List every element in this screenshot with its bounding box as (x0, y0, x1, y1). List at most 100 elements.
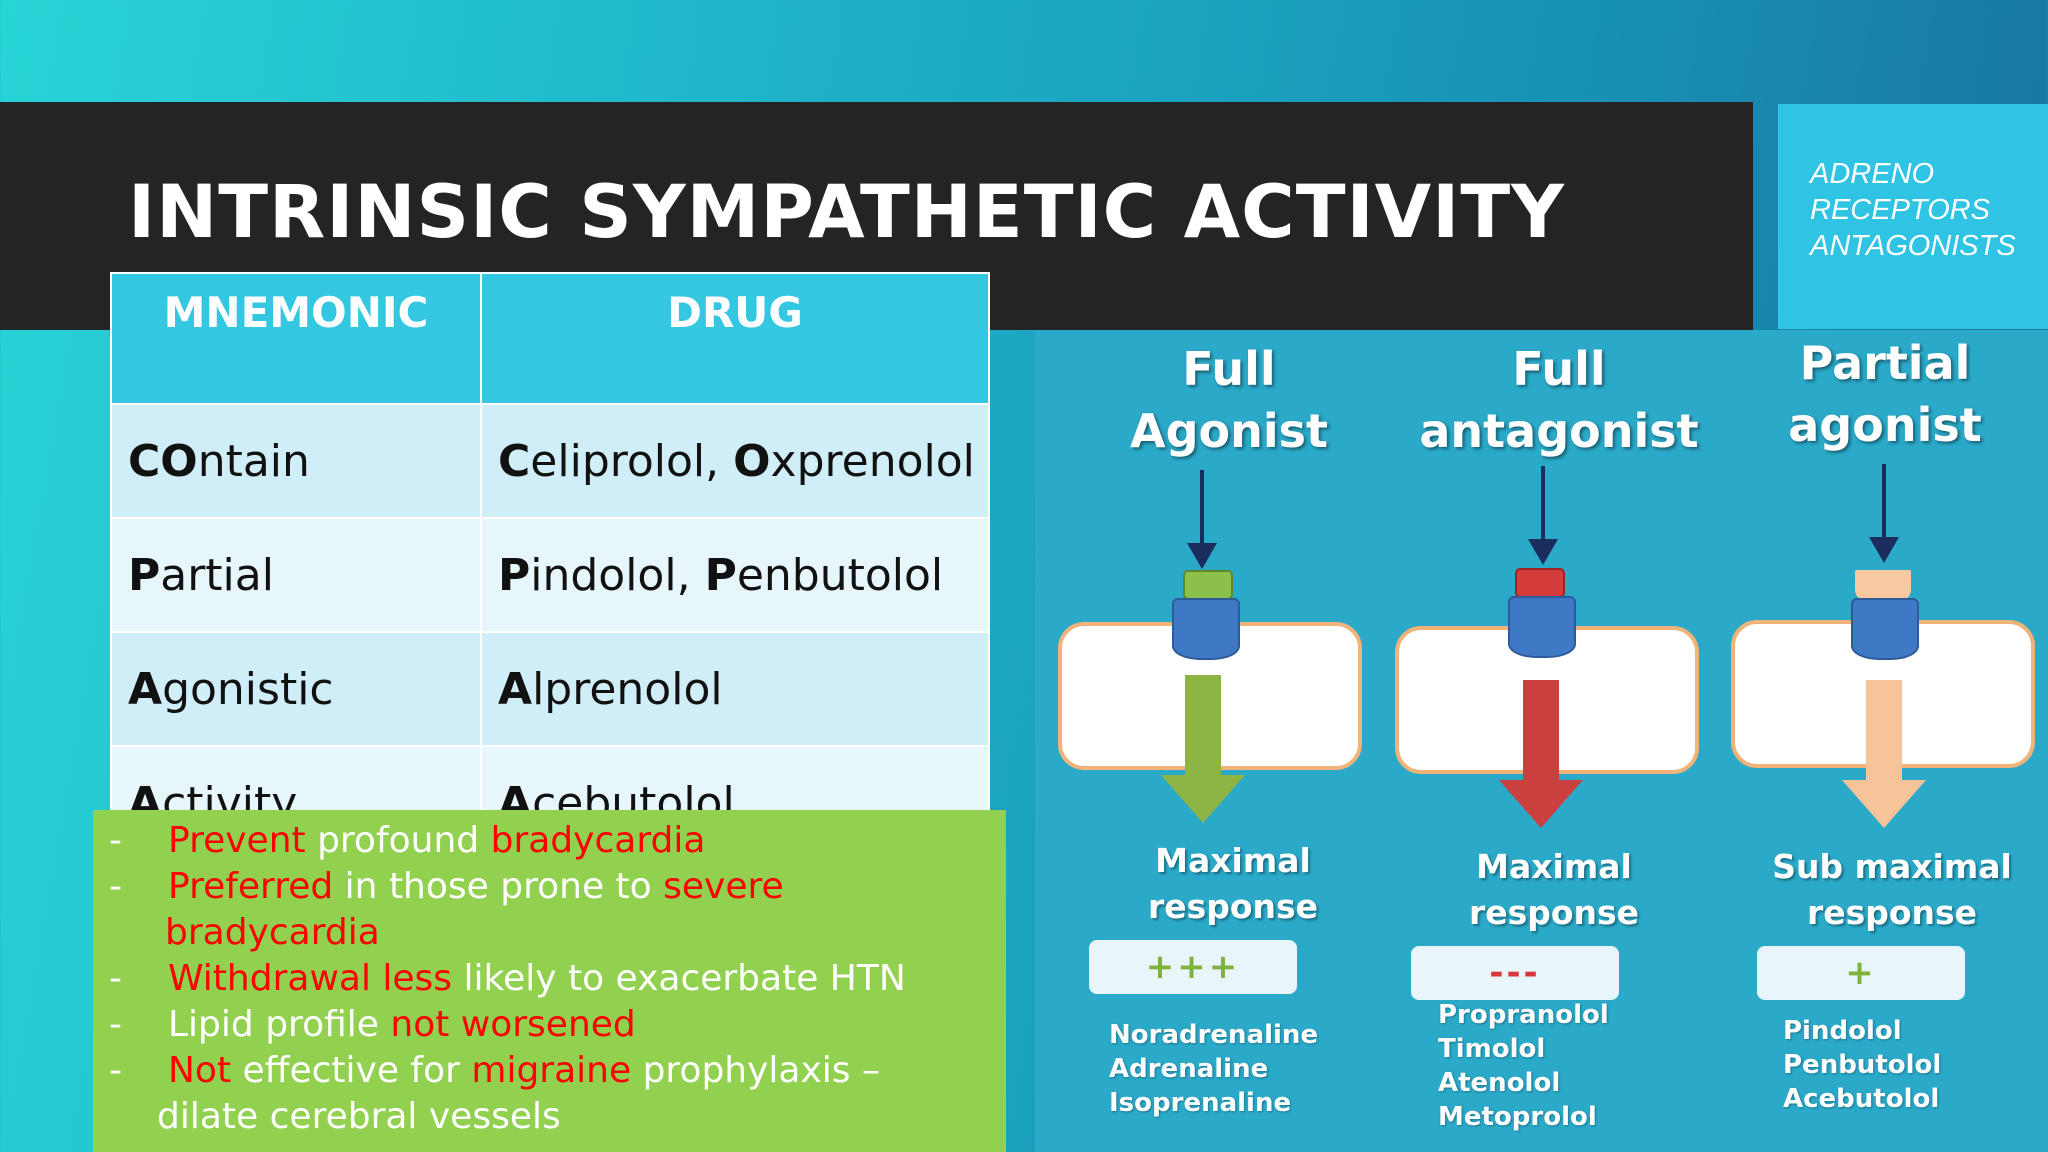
receptor-icon (1851, 598, 1919, 660)
response-label: Maximal response (1073, 838, 1393, 930)
receptor-diagram: Full Agonist Maximal response +++ Noradr… (1035, 330, 2048, 1152)
mnemonic-table: MNEMONIC DRUG COntain Celiprolol, Oxpren… (110, 272, 990, 861)
note-text-red: bradycardia (165, 912, 380, 953)
note-text-red: Withdrawal less (168, 958, 453, 999)
column-header-mnemonic: MNEMONIC (110, 272, 482, 405)
heading-line: antagonist (1419, 404, 1699, 458)
note-text: profound (305, 820, 491, 861)
response-symbol: +++ (1089, 940, 1297, 994)
section-tag-line: ANTAGONISTS (1810, 230, 2016, 262)
column-header-drug: DRUG (480, 272, 990, 405)
heading-line: Partial (1799, 336, 1971, 390)
drug-name: Acebutolol (1783, 1084, 1940, 1114)
section-tag: ADRENO RECEPTORS ANTAGONISTS (1778, 104, 2048, 329)
mnemonic-cell: Agonistic (110, 631, 482, 747)
mnemonic-initial: P (128, 549, 161, 601)
mnemonic-rest: artial (160, 549, 274, 601)
slide-title: INTRINSIC SYMPATHETIC ACTIVITY (128, 170, 1565, 255)
response-line: Maximal (1476, 847, 1632, 886)
ligand-icon (1183, 570, 1233, 600)
response-arrow-icon (1499, 680, 1583, 828)
drug-name: Penbutolol (1783, 1050, 1942, 1080)
column-heading: Full Agonist (1079, 338, 1379, 462)
note-text-red: not worsened (390, 1004, 636, 1045)
table-row: COntain Celiprolol, Oxprenolol (110, 403, 990, 519)
note-text-red: severe (663, 866, 784, 907)
response-arrow-icon (1161, 675, 1245, 823)
note-text: dilate cerebral vessels (157, 1096, 561, 1137)
drug-initial: O (733, 435, 771, 487)
drug-rest: enbutolol (736, 549, 944, 601)
note-text: prophylaxis – (631, 1050, 880, 1091)
column-heading: Full antagonist (1409, 338, 1709, 462)
drug-rest: lprenolol (532, 663, 723, 715)
bullet-dash: - (109, 1004, 122, 1045)
mnemonic-initial: A (128, 663, 163, 715)
response-label: Sub maximal response (1732, 844, 2048, 936)
drug-list: Pindolol Penbutolol Acebutolol (1783, 1014, 1941, 1116)
drug-list: Propranolol Timolol Atenolol Metoprolol (1438, 998, 1609, 1134)
mnemonic-initial: CO (128, 435, 198, 487)
mnemonic-cell: COntain (110, 403, 482, 519)
mnemonic-rest: ntain (197, 435, 310, 487)
bullet-dash: - (109, 866, 122, 907)
note-text-red: Prevent (168, 820, 306, 861)
drug-list: Noradrenaline Adrenaline Isoprenaline (1109, 1018, 1318, 1120)
note-text: effective for (231, 1050, 472, 1091)
mnemonic-cell: Partial (110, 517, 482, 633)
drug-name: Atenolol (1438, 1068, 1561, 1098)
arrow-down-icon (1187, 470, 1217, 569)
note-text-red: bradycardia (490, 820, 706, 861)
ligand-icon (1515, 568, 1565, 598)
receptor-icon (1508, 596, 1576, 658)
drug-initial: P (498, 549, 531, 601)
response-line: response (1806, 893, 1978, 932)
drug-cell: Alprenolol (480, 631, 990, 747)
drug-cell: Pindolol, Penbutolol (480, 517, 990, 633)
note-text: likely to exacerbate HTN (452, 958, 906, 999)
bullet-dash: - (109, 1050, 122, 1091)
table-row: Agonistic Alprenolol (110, 631, 990, 747)
response-line: response (1147, 887, 1319, 926)
bullet-dash: - (109, 820, 122, 861)
receptor-icon (1172, 598, 1240, 660)
section-tag-line: ADRENO (1810, 158, 1935, 190)
response-line: Maximal (1155, 841, 1311, 880)
ligand-icon (1855, 570, 1911, 600)
drug-initial: C (498, 435, 531, 487)
note-text: Lipid profile (168, 1004, 391, 1045)
mnemonic-rest: gonistic (162, 663, 334, 715)
heading-line: Full (1512, 342, 1606, 396)
response-arrow-icon (1842, 680, 1926, 828)
drug-initial: P (704, 549, 737, 601)
drug-name: Pindolol (1783, 1016, 1902, 1046)
drug-rest: indolol, (530, 549, 705, 601)
drug-initial: A (498, 663, 533, 715)
arrow-down-icon (1869, 464, 1899, 563)
note-text: in those prone to (333, 866, 664, 907)
column-heading: Partial agonist (1735, 332, 2035, 456)
note-text-red: Not (168, 1050, 232, 1091)
response-line: Sub maximal (1772, 847, 2012, 886)
heading-line: agonist (1788, 398, 1982, 452)
bullet-dash: - (109, 958, 122, 999)
drug-name: Metoprolol (1438, 1102, 1597, 1132)
table-header-row: MNEMONIC DRUG (110, 272, 990, 405)
response-line: response (1468, 893, 1640, 932)
note-text-red: migraine (471, 1050, 632, 1091)
drug-name: Noradrenaline (1109, 1020, 1319, 1050)
drug-name: Isoprenaline (1109, 1088, 1292, 1118)
arrow-down-icon (1528, 466, 1558, 565)
drug-name: Propranolol (1438, 1000, 1609, 1030)
drug-cell: Celiprolol, Oxprenolol (480, 403, 990, 519)
response-symbol: + (1757, 946, 1965, 1000)
drug-rest: eliprolol, (530, 435, 734, 487)
heading-line: Full (1182, 342, 1276, 396)
section-tag-line: RECEPTORS (1810, 194, 1990, 226)
response-label: Maximal response (1394, 844, 1714, 936)
heading-line: Agonist (1129, 404, 1328, 458)
drug-name: Timolol (1438, 1034, 1546, 1064)
response-symbol: --- (1411, 946, 1619, 1000)
note-text-red: Preferred (168, 866, 334, 907)
drug-rest: xprenolol (770, 435, 975, 487)
